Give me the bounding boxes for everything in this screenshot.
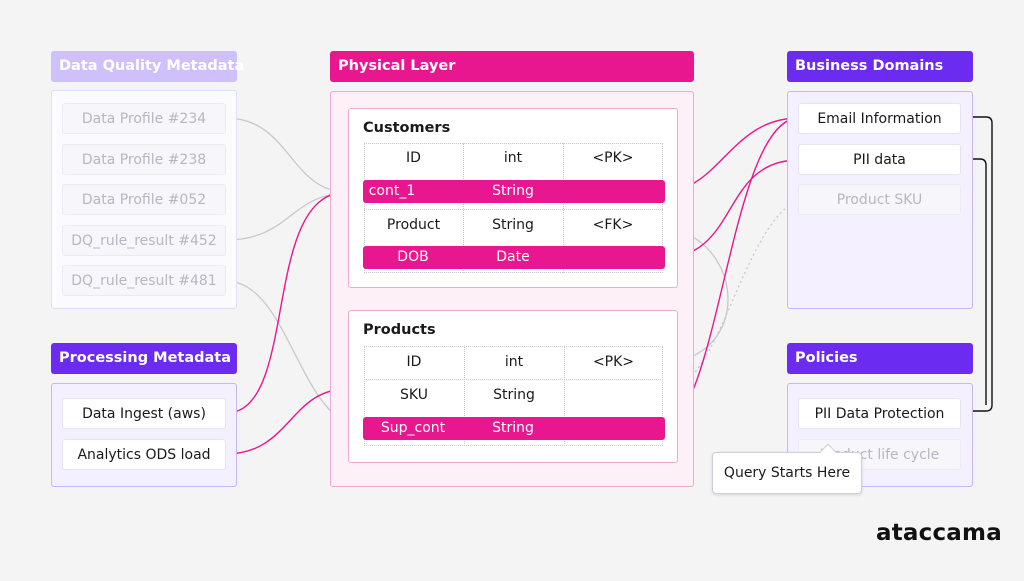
business-item-email[interactable]: Email Information xyxy=(798,103,961,134)
customers-r1-type: String xyxy=(492,183,534,199)
customers-r2-type: String xyxy=(492,217,534,233)
customers-title: Customers xyxy=(363,120,451,136)
ataccama-logo: ataccama xyxy=(876,520,1002,546)
customers-r2-name: Product xyxy=(386,217,441,233)
products-grid xyxy=(364,346,663,446)
policies-header: Policies xyxy=(787,343,973,374)
customers-r3-name: DOB xyxy=(397,249,429,265)
customers-r3-type: Date xyxy=(496,249,530,265)
business-header: Business Domains xyxy=(787,51,973,82)
dq-item-profile-234[interactable]: Data Profile #234 xyxy=(62,103,226,134)
customers-grid xyxy=(364,143,663,273)
query-tooltip-text: Query Starts Here xyxy=(723,465,851,481)
customers-r0-type: int xyxy=(503,150,523,166)
link-ods-sku xyxy=(225,388,348,455)
business-item-pii[interactable]: PII data xyxy=(798,144,961,175)
products-r1-name: SKU xyxy=(400,387,428,403)
dq-item-profile-052[interactable]: Data Profile #052 xyxy=(62,184,226,215)
policies-item-pii-protection[interactable]: PII Data Protection xyxy=(798,398,961,429)
processing-item-ingest[interactable]: Data Ingest (aws) xyxy=(62,398,226,429)
processing-item-ods[interactable]: Analytics ODS load xyxy=(62,439,226,470)
link-email-policy xyxy=(960,116,993,412)
products-row-supcont[interactable]: Sup_cont String xyxy=(363,417,665,440)
products-title: Products xyxy=(363,322,436,338)
products-r2-type: String xyxy=(492,420,534,436)
link-dq452-cont1 xyxy=(225,192,348,241)
query-tooltip: Query Starts Here xyxy=(712,452,862,494)
customers-row-dob[interactable]: DOB Date xyxy=(363,246,665,269)
dq-item-rule-481[interactable]: DQ_rule_result #481 xyxy=(62,265,226,296)
customers-r0-key: <PK> xyxy=(592,150,634,166)
link-ingest-cont1 xyxy=(225,191,348,414)
customers-r2-key: <FK> xyxy=(592,217,634,233)
physical-header: Physical Layer xyxy=(330,51,694,82)
products-r1-type: String xyxy=(493,387,535,403)
processing-header: Processing Metadata xyxy=(51,343,237,374)
products-r0-type: int xyxy=(504,354,524,370)
link-profile234-cont1 xyxy=(225,117,348,193)
products-r0-name: ID xyxy=(406,354,422,370)
customers-row-cont1[interactable]: cont_1 String xyxy=(363,180,665,203)
customers-r0-name: ID xyxy=(406,150,421,166)
link-pii-policy xyxy=(960,158,987,405)
products-r2-name: Sup_cont xyxy=(380,420,446,436)
customers-r1-name: cont_1 xyxy=(368,183,416,199)
dq-item-rule-452[interactable]: DQ_rule_result #452 xyxy=(62,225,226,256)
business-item-product-sku[interactable]: Product SKU xyxy=(798,184,961,215)
dq-header: Data Quality Metadata xyxy=(51,51,244,82)
products-r0-key: <PK> xyxy=(592,354,635,370)
dq-item-profile-238[interactable]: Data Profile #238 xyxy=(62,144,226,175)
